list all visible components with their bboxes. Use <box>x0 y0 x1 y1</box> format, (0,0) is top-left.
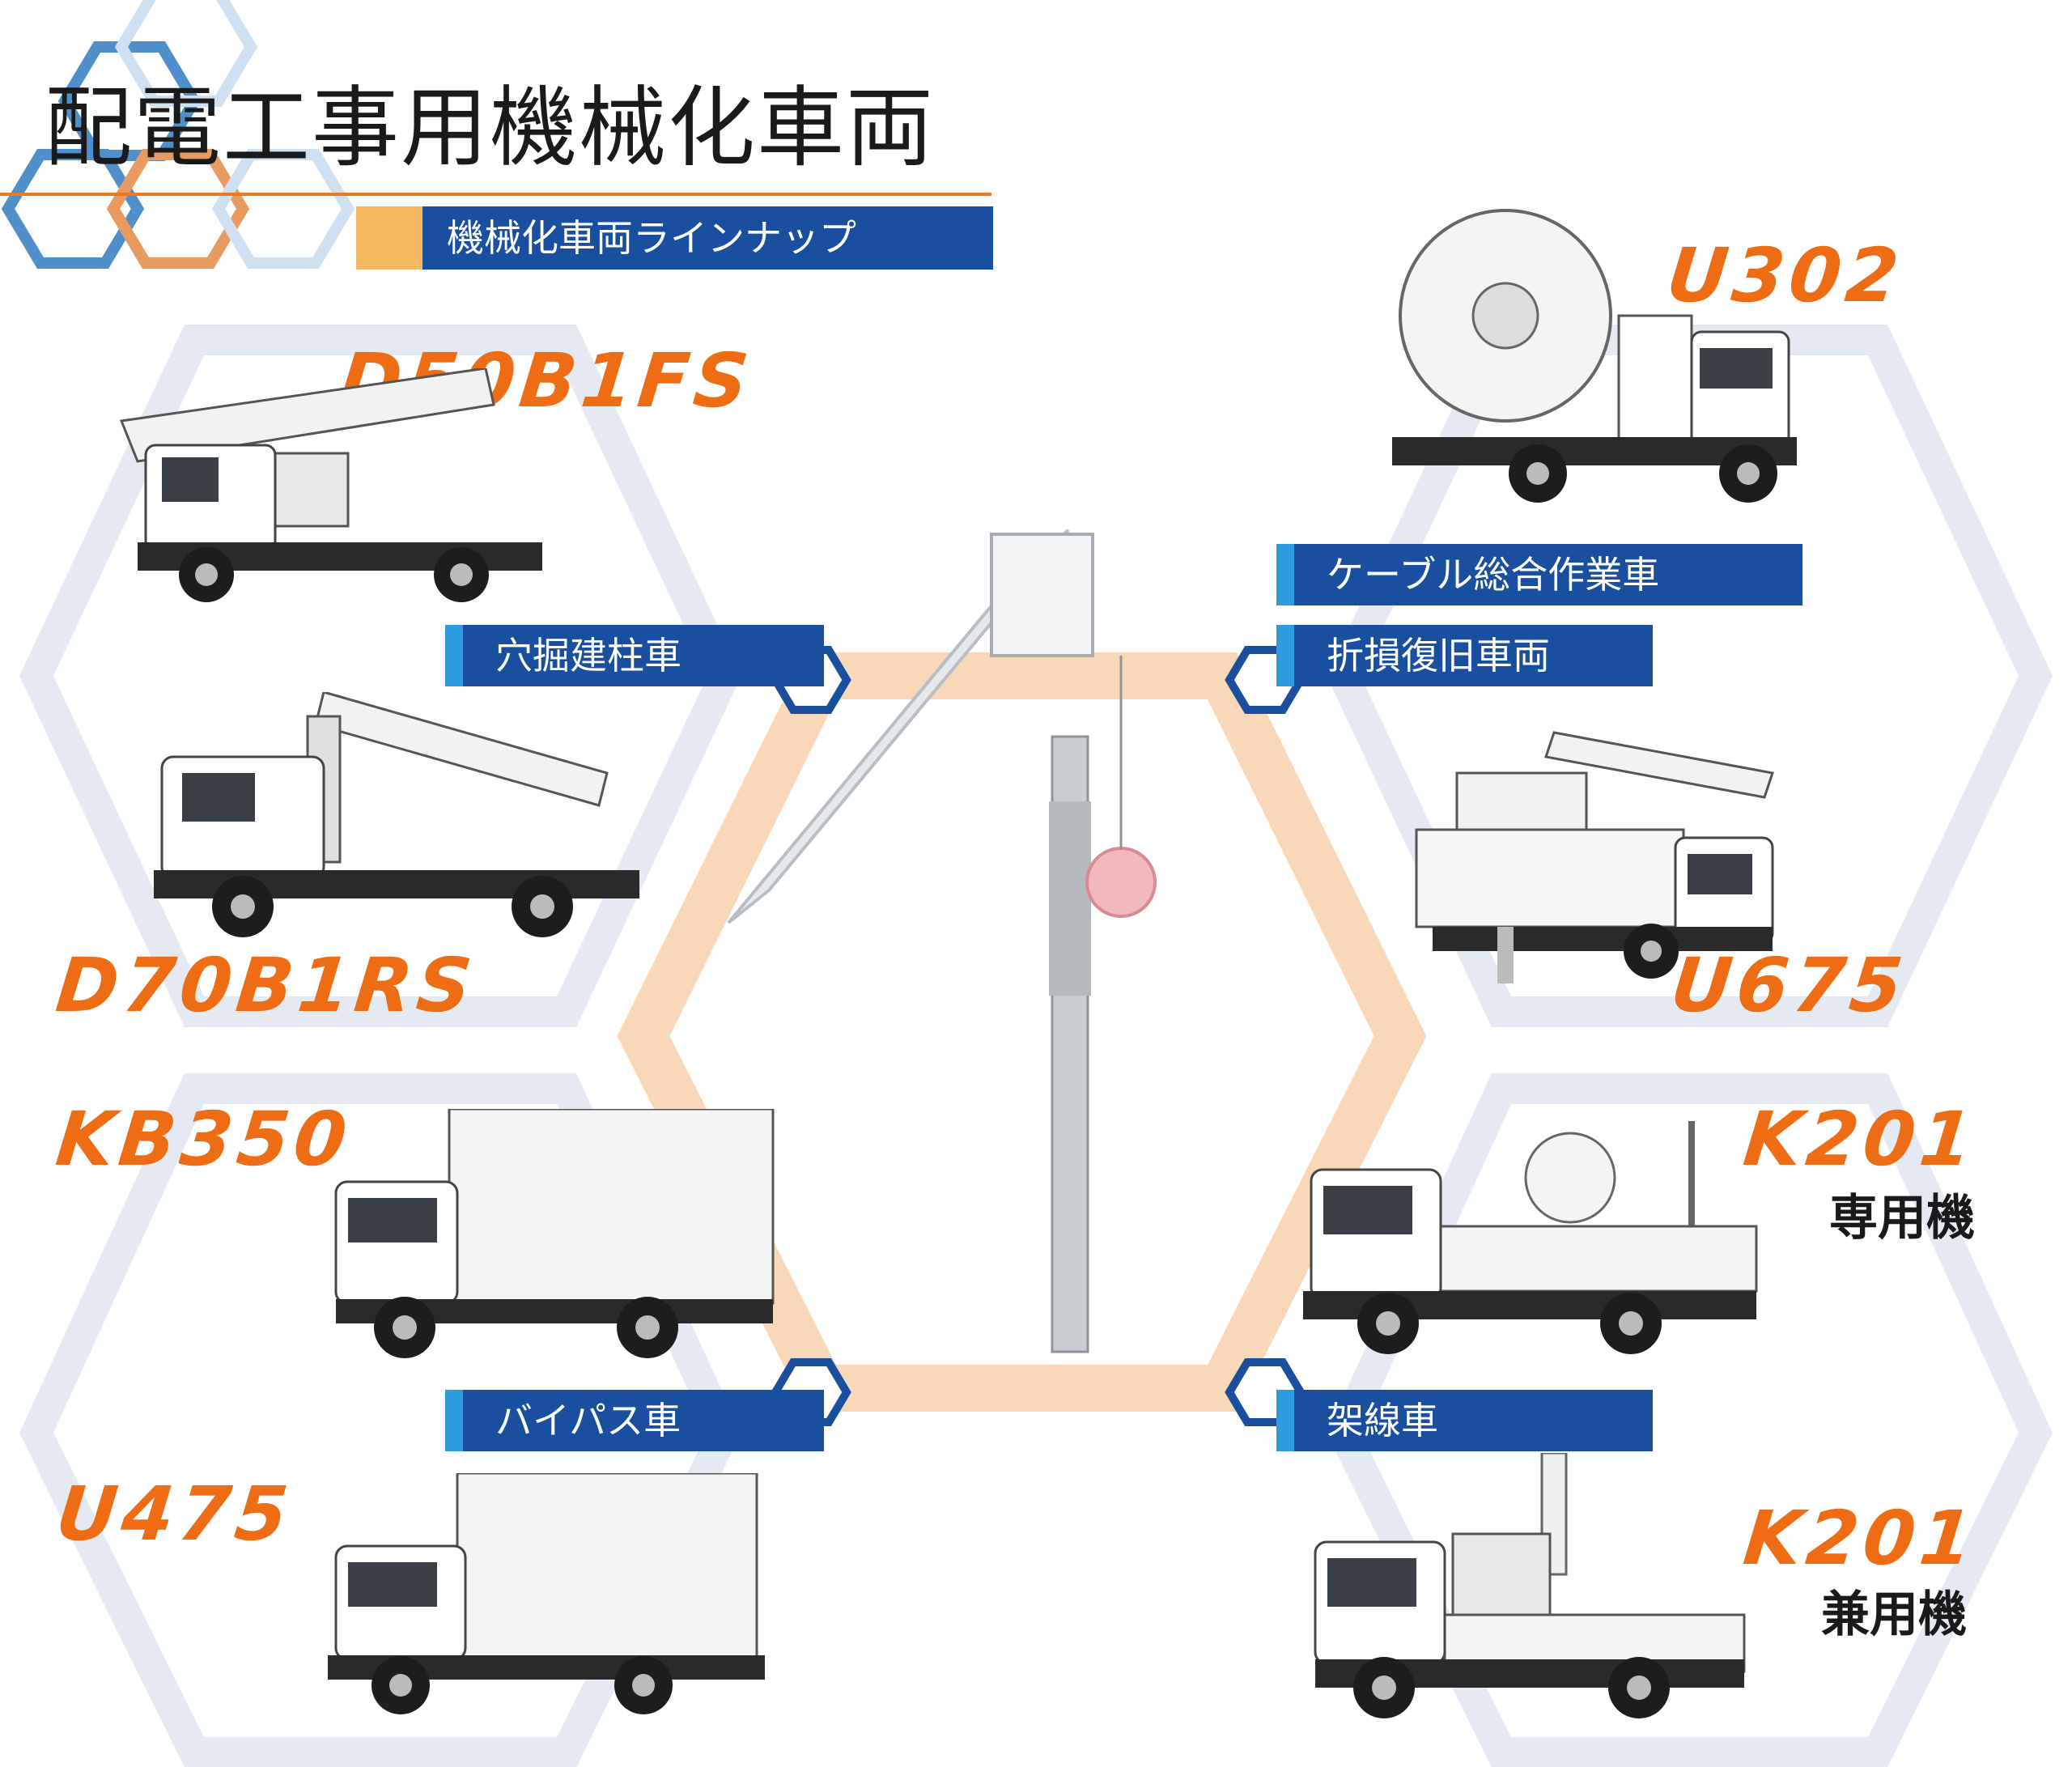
model-k201-shared: K201 <box>1739 1495 1982 1582</box>
page-title: 配電工事用機械化車両 <box>45 78 936 179</box>
hex-frame-bottom-right <box>1326 1073 2053 1767</box>
truck-icon <box>334 1109 775 1358</box>
model-u475: U475 <box>52 1471 297 1557</box>
truck-icon <box>328 1473 765 1714</box>
category-bypass: バイパス車 <box>445 1390 824 1451</box>
truck-icon <box>154 692 639 937</box>
subtitle-banner: 機械化車両ラインナップ <box>422 206 993 270</box>
title-underline <box>0 193 991 196</box>
truck-icon <box>1303 1121 1758 1354</box>
model-d70b1rs: D70B1RS <box>52 942 481 1029</box>
category-pole-digging: 穴掘建柱車 <box>445 625 824 686</box>
truck-icon <box>119 368 542 602</box>
center-boom-illustration <box>727 529 1157 1353</box>
connector-hexagons <box>771 646 1306 1426</box>
category-cable-work: ケーブル総合作業車 <box>1276 544 1802 605</box>
category-overhead: 架線車 <box>1276 1390 1653 1451</box>
model-k201-shared-type: 兼用機 <box>1821 1586 1967 1643</box>
model-kb350: KB350 <box>52 1096 356 1183</box>
model-k201-dedicated-type: 専用機 <box>1829 1190 1975 1247</box>
subtitle-accent <box>356 206 422 270</box>
truck-icon <box>1314 1453 1746 1718</box>
header-hexagon-deco <box>1 0 355 269</box>
truck-icon <box>1392 209 1797 503</box>
truck-icon <box>1415 731 1774 983</box>
category-recovery: 折損復旧車両 <box>1276 625 1653 686</box>
model-k201-dedicated: K201 <box>1739 1096 1982 1183</box>
